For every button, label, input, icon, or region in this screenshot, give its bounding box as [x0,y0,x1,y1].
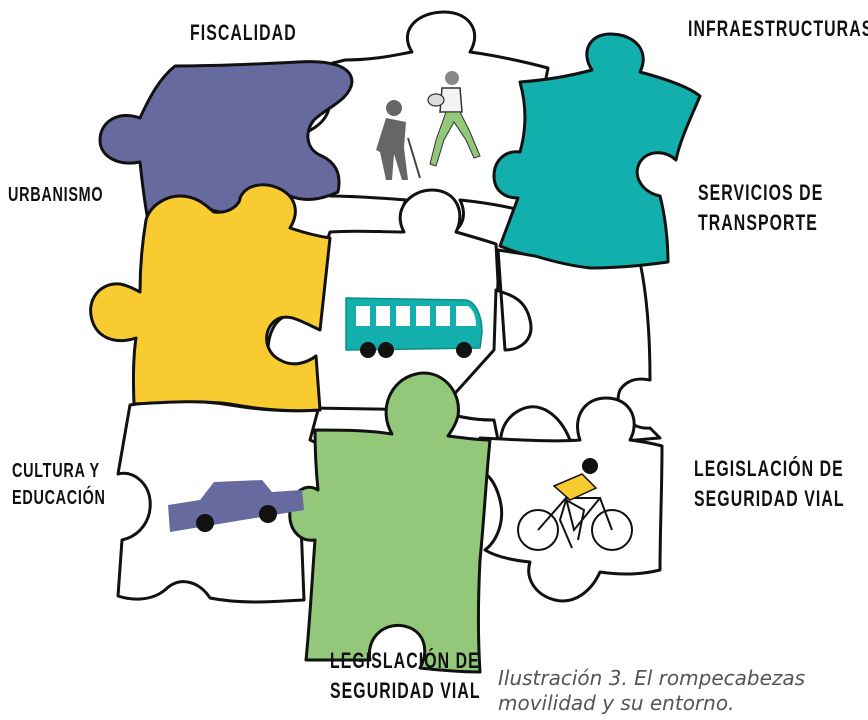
figure-caption: Ilustración 3. El rompecabezas movilidad… [498,666,806,715]
piece-urbanismo [89,183,332,413]
label-servicios-de-transporte: SERVICIOS DE TRANSPORTE [698,180,824,235]
pedestrians-icon [376,71,481,180]
piece-servicios [492,32,702,270]
piece-legislacion [288,371,492,674]
label-cultura-y-educacion: CULTURA Y EDUCACIÓN [12,460,106,509]
piece-top-middle [298,10,550,238]
car-icon [168,480,304,532]
label-fiscalidad: FISCALIDAD [190,20,297,45]
cyclist-icon [517,458,633,551]
label-legislacion-bottom: LEGISLACIÓN DE SEGURIDAD VIAL [330,648,481,703]
label-legislacion-right: LEGISLACIÓN DE SEGURIDAD VIAL [694,456,845,511]
bus-icon [345,297,483,358]
label-infraestructuras: INFRAESTRUCTURAS [688,16,868,41]
label-urbanismo: URBANISMO [8,184,104,206]
